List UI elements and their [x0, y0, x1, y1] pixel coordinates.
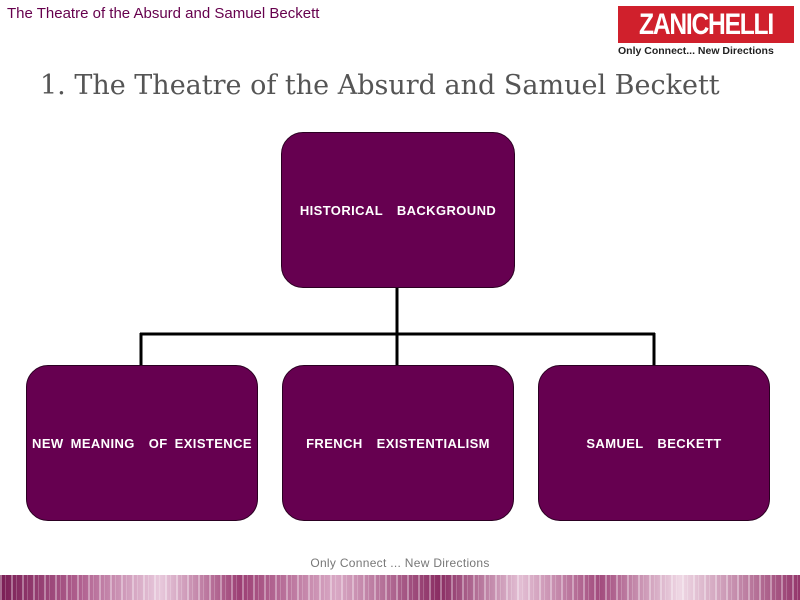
logo-tagline: Only Connect... New Directions — [618, 45, 774, 57]
logo-box — [618, 6, 794, 43]
node-label: HISTORICAL BACKGROUND — [299, 202, 497, 218]
node-label: NEW MEANING OF EXISTENCE — [32, 435, 252, 451]
logo-name: ZANICHELLI — [639, 8, 774, 41]
footer-decorative-bar — [0, 575, 800, 600]
node-historical-background: HISTORICAL BACKGROUND — [281, 132, 515, 288]
node-new-meaning-of-existence: NEW MEANING OF EXISTENCE — [26, 365, 258, 521]
header-title: The Theatre of the Absurd and Samuel Bec… — [7, 5, 320, 22]
zanichelli-logo: ZANICHELLI Only Connect... New Direction… — [618, 6, 794, 58]
footer-text: Only Connect ... New Directions — [310, 556, 490, 570]
node-french-existentialism: FRENCH EXISTENTIALISM — [282, 365, 514, 521]
node-label: FRENCH EXISTENTIALISM — [306, 435, 490, 451]
slide-title: 1. The Theatre of the Absurd and Samuel … — [40, 70, 720, 101]
node-samuel-beckett: SAMUEL BECKETT — [538, 365, 770, 521]
node-label: SAMUEL BECKETT — [586, 435, 722, 451]
